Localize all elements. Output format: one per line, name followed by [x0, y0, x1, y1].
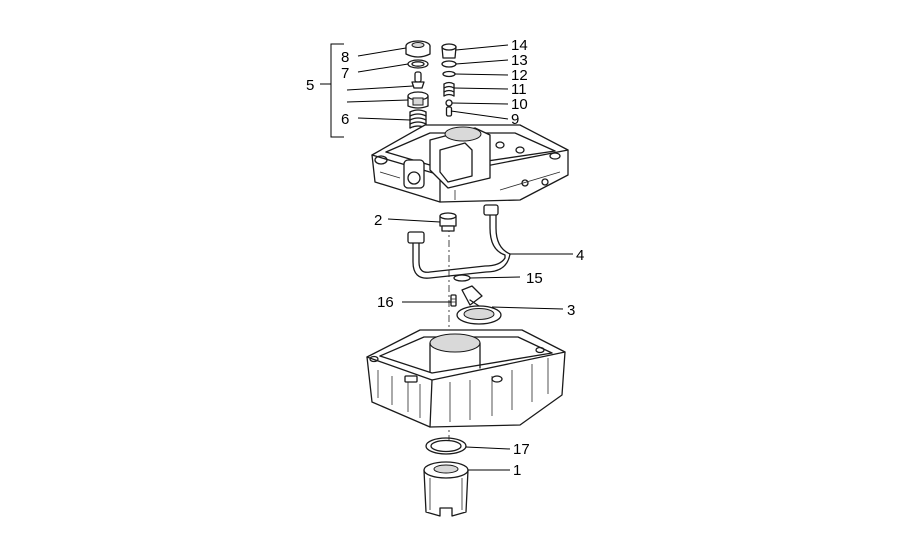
part-8-cap [405, 40, 431, 58]
part-3-strainer [456, 285, 502, 325]
leader-10 [451, 102, 509, 105]
oil-sump-pan [366, 329, 566, 428]
leader-2 [387, 218, 441, 223]
part-15-oring [453, 274, 471, 282]
callout-7: 7 [341, 65, 349, 82]
part-17-gasket [425, 437, 467, 455]
callout-9: 9 [511, 111, 519, 128]
part-4-oil-pipe [407, 204, 511, 279]
leader-8 [357, 47, 407, 57]
leader-7 [357, 63, 409, 73]
upper-valve-housing [371, 124, 569, 203]
callout-16: 16 [377, 294, 394, 311]
callout-6: 6 [341, 111, 349, 128]
leader-14 [455, 44, 509, 51]
callout-2: 2 [374, 212, 382, 229]
callout-14: 14 [511, 37, 528, 54]
leader-15 [469, 276, 521, 279]
callout-17: 17 [513, 441, 530, 458]
part-13-washer [441, 60, 457, 68]
leader-valve-plunger [346, 85, 414, 91]
part-9-pin [445, 106, 453, 117]
part-10-ball [445, 99, 453, 107]
callout-4: 4 [576, 247, 584, 264]
callout-11: 11 [511, 81, 527, 98]
leader-12 [454, 73, 509, 76]
callout-8: 8 [341, 49, 349, 66]
callout-10: 10 [511, 96, 528, 113]
callout-15: 15 [526, 270, 543, 287]
callout-5: 5 [306, 77, 314, 94]
part-2-fitting [439, 212, 457, 232]
group-bracket [320, 43, 344, 138]
leader-17 [465, 446, 511, 450]
part-12-oring [442, 70, 456, 78]
part-14-plug [441, 43, 457, 59]
leader-9 [450, 110, 509, 120]
part-16-screw [450, 294, 457, 307]
leader-3 [491, 306, 564, 310]
part-1-oil-filter [423, 461, 469, 517]
leader-13 [455, 59, 509, 65]
callout-13: 13 [511, 52, 528, 69]
leader-6 [357, 117, 411, 121]
callout-12: 12 [511, 67, 528, 84]
callout-1: 1 [513, 462, 521, 479]
valve-body [407, 91, 429, 109]
leader-valve-body [346, 99, 409, 103]
valve-plunger [411, 71, 425, 89]
callout-3: 3 [567, 302, 575, 319]
part-11-spring [443, 81, 455, 97]
leader-11 [453, 87, 509, 90]
part-7-ring [407, 59, 429, 69]
